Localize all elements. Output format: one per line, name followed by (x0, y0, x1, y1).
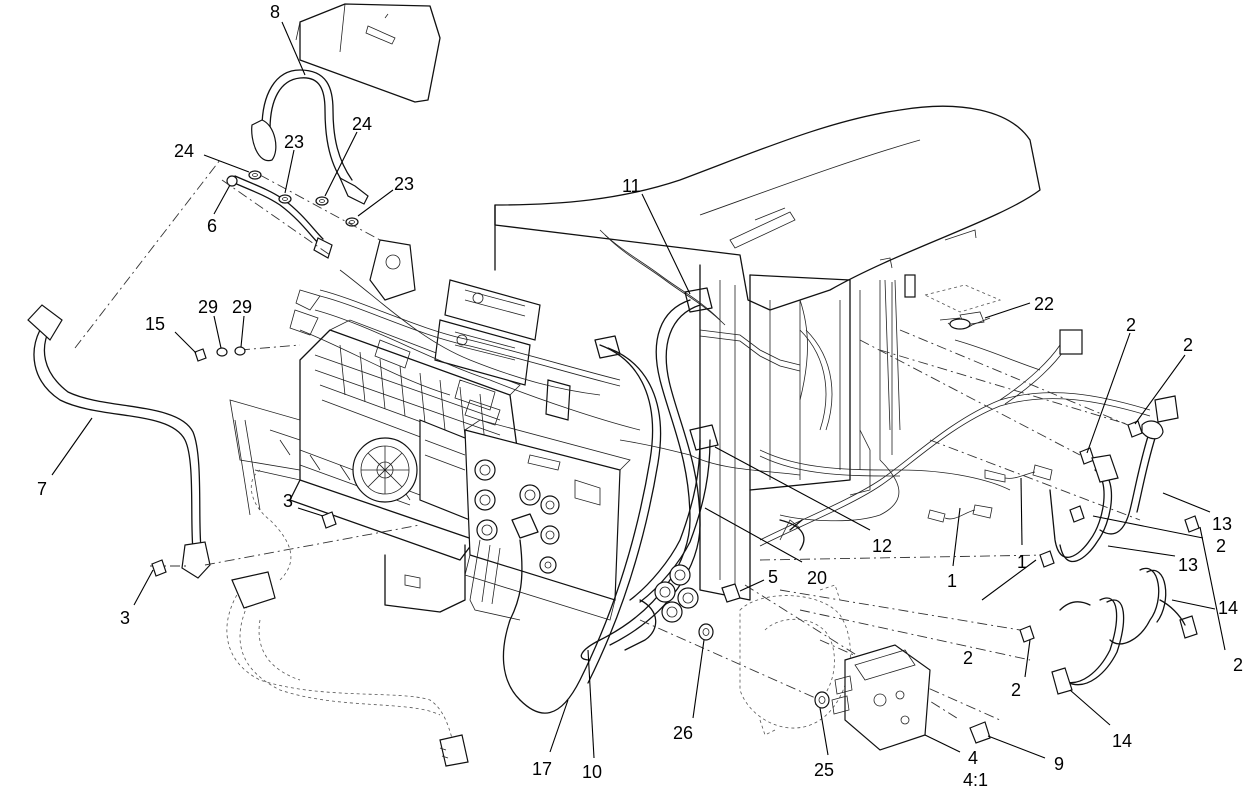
seat-body (494, 105, 1041, 311)
callout-14: 14 (1112, 731, 1132, 751)
callout-13: 13 (1212, 514, 1232, 534)
item-7-cable (27, 304, 211, 579)
top-cover-bracket (295, 3, 441, 103)
item-15-29-hardware (151, 346, 337, 577)
callout-2: 2 (1233, 655, 1243, 675)
callout-29: 29 (198, 297, 218, 317)
callout-12: 12 (872, 536, 892, 556)
callout-29: 29 (232, 297, 252, 317)
callout-25: 25 (814, 760, 834, 780)
right-hardware (1019, 420, 1200, 695)
callout-24: 24 (352, 114, 372, 134)
callout-15: 15 (145, 314, 165, 334)
item-8-cable (251, 69, 369, 205)
item-6-cable (226, 170, 359, 259)
item-1-harness (927, 464, 1053, 523)
item-22-connector (923, 284, 1002, 330)
charger-heatsink (229, 319, 521, 613)
callout-7: 7 (37, 479, 47, 499)
callout-2: 2 (1011, 680, 1021, 700)
callout-1: 1 (1017, 552, 1027, 572)
battery-cables (502, 287, 805, 714)
callout-3: 3 (120, 608, 130, 628)
callout-4-scale: 4:1 (963, 770, 988, 790)
callout-1: 1 (947, 571, 957, 591)
callout-4: 4 (968, 748, 978, 768)
callout-20: 20 (807, 568, 827, 588)
callout-26: 26 (673, 723, 693, 743)
relay-blocks (369, 239, 571, 421)
callout-17: 17 (532, 759, 552, 779)
callout-8: 8 (270, 2, 280, 22)
callout-24: 24 (174, 141, 194, 161)
motor-assembly (698, 583, 991, 751)
callout-23: 23 (284, 132, 304, 152)
controller-panel (464, 419, 631, 621)
callout-22: 22 (1034, 294, 1054, 314)
callout-2: 2 (1126, 315, 1136, 335)
callout-5: 5 (768, 567, 778, 587)
callout-2: 2 (963, 648, 973, 668)
callout-23: 23 (394, 174, 414, 194)
callout-9: 9 (1054, 754, 1064, 774)
callout-11: 11 (622, 176, 641, 196)
callout-6: 6 (207, 216, 217, 236)
callout-2: 2 (1183, 335, 1193, 355)
callout-10: 10 (582, 762, 602, 782)
callouts: 8 24 23 24 23 6 11 22 2 2 15 29 29 7 3 3… (37, 2, 1243, 790)
callout-2: 2 (1216, 536, 1226, 556)
leader-lines (51, 21, 1226, 759)
callout-3: 3 (283, 491, 293, 511)
callout-14: 14 (1218, 598, 1238, 618)
alignment-lines (74, 159, 1141, 721)
callout-13: 13 (1178, 555, 1198, 575)
power-cord (226, 469, 469, 767)
